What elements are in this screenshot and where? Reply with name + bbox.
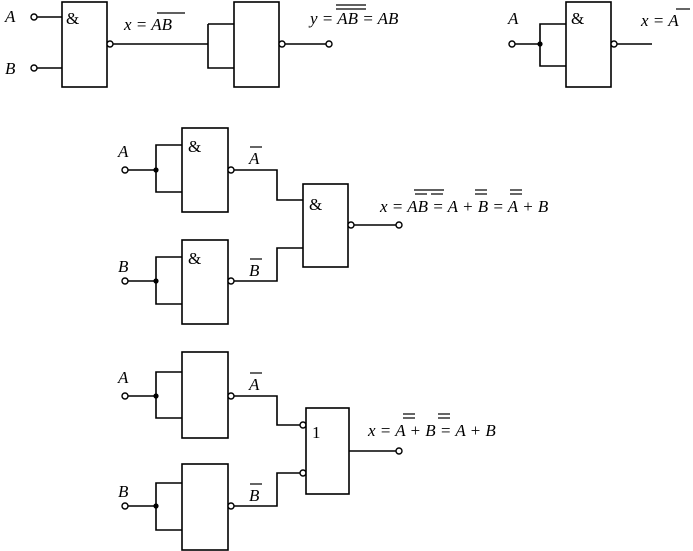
not-a-wire xyxy=(234,395,300,426)
input-a-label: A xyxy=(4,7,16,26)
circuit-2: A & x = A xyxy=(507,1,690,88)
nand-gate-b-output-bubble xyxy=(227,502,235,510)
x-split-wire xyxy=(207,24,234,69)
not-a-wire xyxy=(234,169,303,201)
input-b-split-wire xyxy=(155,482,182,531)
nand-gate-symbol: & xyxy=(571,9,584,28)
x-expression: x = A + B = A + B xyxy=(367,421,496,440)
not-b-label: B xyxy=(249,261,260,280)
input-a-label: A xyxy=(507,9,519,28)
input-b-split-wire xyxy=(155,256,182,305)
output-terminal[interactable] xyxy=(395,221,403,229)
nand-gate-b xyxy=(181,239,229,325)
input-split-wire xyxy=(539,23,566,67)
input-b-label: B xyxy=(5,59,16,78)
x-expression: x = AB xyxy=(123,15,173,34)
nand-gate-b xyxy=(181,463,229,551)
or-gate-input-bubble-b xyxy=(299,469,307,477)
nand-gate-a xyxy=(181,351,229,439)
x-expression: x = AB = A + B = A + B xyxy=(379,197,549,216)
nand-gate xyxy=(565,1,612,88)
not-b-wire xyxy=(234,247,303,282)
x-expression: x = A xyxy=(640,11,679,30)
input-b-terminal[interactable] xyxy=(30,64,38,72)
input-a-label: A xyxy=(117,368,129,387)
nand-gate-1-symbol: & xyxy=(66,9,79,28)
nand-gate-a-output-bubble xyxy=(227,166,235,174)
nand-gate-output-bubble xyxy=(610,40,618,48)
or-gate xyxy=(305,407,350,495)
not-b-wire xyxy=(234,472,300,507)
nand-gate-b-symbol: & xyxy=(188,249,201,268)
input-a-split-wire xyxy=(155,144,182,193)
nand-gate-out-symbol: & xyxy=(309,195,322,214)
nand-gate-2 xyxy=(233,1,280,88)
circuit-1: A B & x = AB y = AB = AB xyxy=(4,1,399,88)
not-a-label: A xyxy=(248,375,260,394)
or-gate-input-bubble-a xyxy=(299,421,307,429)
input-a-terminal[interactable] xyxy=(121,166,129,174)
nand-gate-b-output-bubble xyxy=(227,277,235,285)
not-a-label: A xyxy=(248,149,260,168)
circuit-4: A A B B 1 x = A + B = A + B xyxy=(117,351,496,551)
nand-gate-2-output-bubble xyxy=(278,40,286,48)
input-b-label: B xyxy=(118,482,129,501)
input-a-label: A xyxy=(117,142,129,161)
input-a-terminal[interactable] xyxy=(121,392,129,400)
input-a-terminal[interactable] xyxy=(30,13,38,21)
input-b-terminal[interactable] xyxy=(121,277,129,285)
output-terminal[interactable] xyxy=(395,447,403,455)
or-gate-symbol: 1 xyxy=(312,423,321,442)
input-b-terminal[interactable] xyxy=(121,502,129,510)
input-b-label: B xyxy=(118,257,129,276)
not-b-label: B xyxy=(249,486,260,505)
y-expression: y = AB = AB xyxy=(308,9,399,28)
input-a-split-wire xyxy=(155,371,182,419)
y-output-terminal[interactable] xyxy=(325,40,333,48)
circuit-3: A & A B & B & x = AB = A + B = A + B xyxy=(117,127,549,325)
nand-gate-a-output-bubble xyxy=(227,392,235,400)
nand-gate-a-symbol: & xyxy=(188,137,201,156)
nand-gate-out-output-bubble xyxy=(347,221,355,229)
input-a-terminal[interactable] xyxy=(508,40,516,48)
nand-gate-1-output-bubble xyxy=(106,40,114,48)
nand-gate-a xyxy=(181,127,229,213)
